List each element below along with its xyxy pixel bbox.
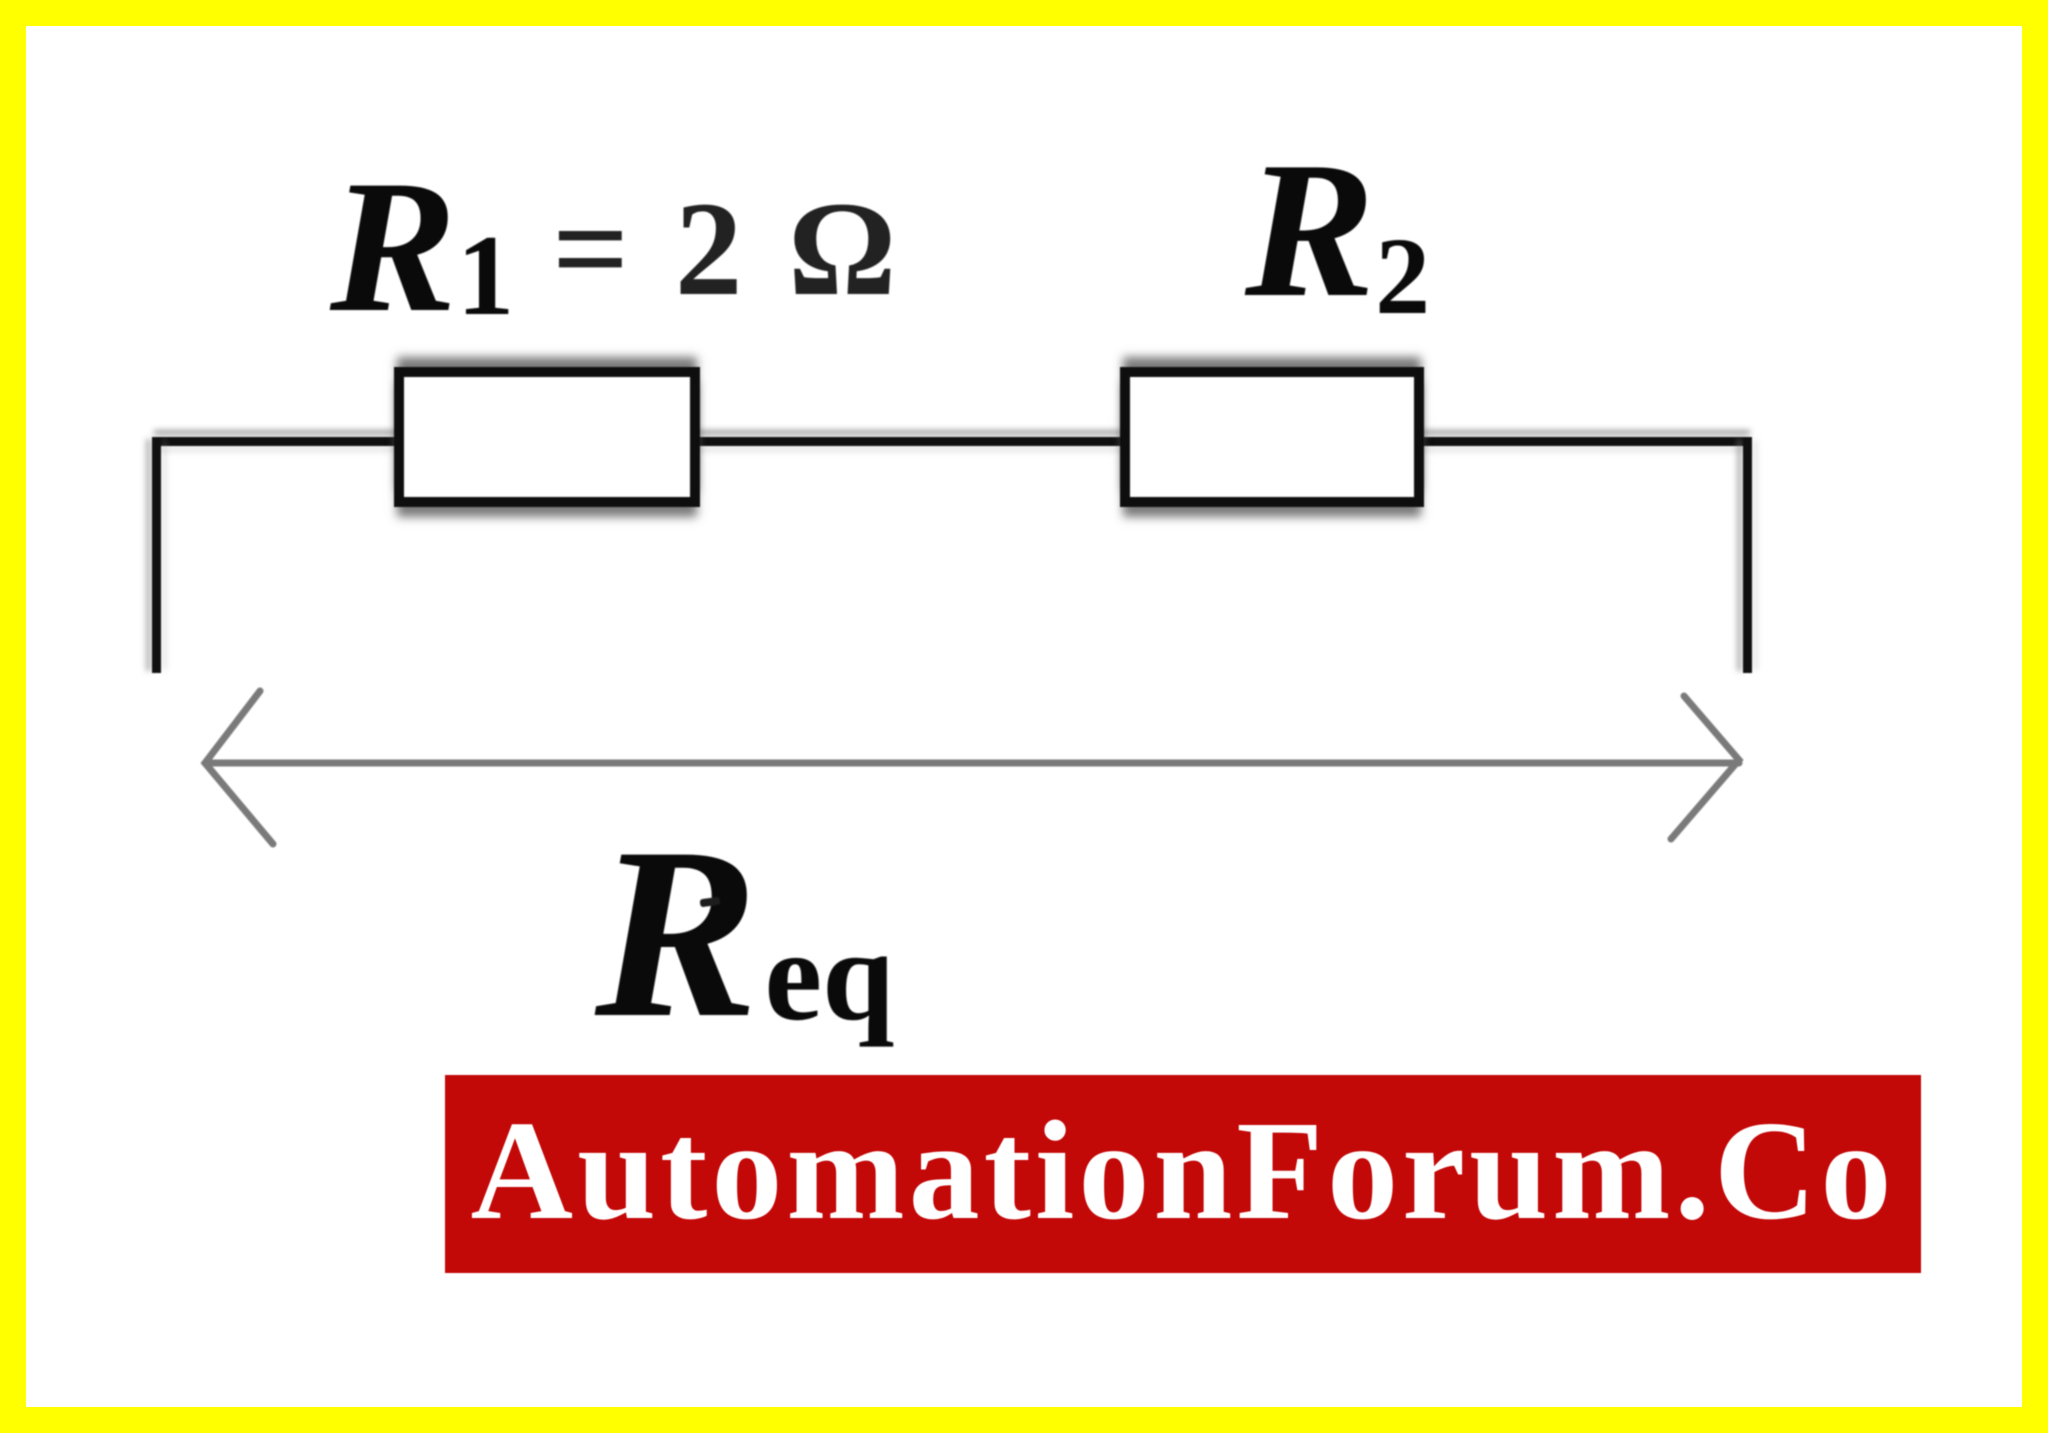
arrowhead-left	[200, 687, 277, 848]
wire-left-horizontal	[152, 437, 402, 446]
req-subscript: eq	[764, 904, 895, 1048]
r2-subscript: 2	[1375, 215, 1431, 337]
arrowhead-right	[1667, 692, 1744, 843]
r2-symbol: R	[1245, 122, 1376, 338]
wire-left-vertical	[152, 437, 161, 673]
req-symbol: R	[595, 797, 759, 1068]
watermark-text: AutomationForum.Co	[470, 1091, 1896, 1249]
wire-right-vertical	[1743, 437, 1752, 673]
r1-symbol: R	[330, 142, 457, 352]
resistor-r1-body	[394, 367, 700, 507]
wire-middle-horizontal	[692, 437, 1128, 446]
r1-value: = 2 Ω	[552, 175, 903, 324]
resistor-r2-body	[1120, 367, 1424, 507]
r1-subscript: 1	[456, 212, 515, 339]
wire-right-horizontal	[1416, 437, 1752, 446]
watermark-banner: AutomationForum.Co	[445, 1075, 1921, 1273]
